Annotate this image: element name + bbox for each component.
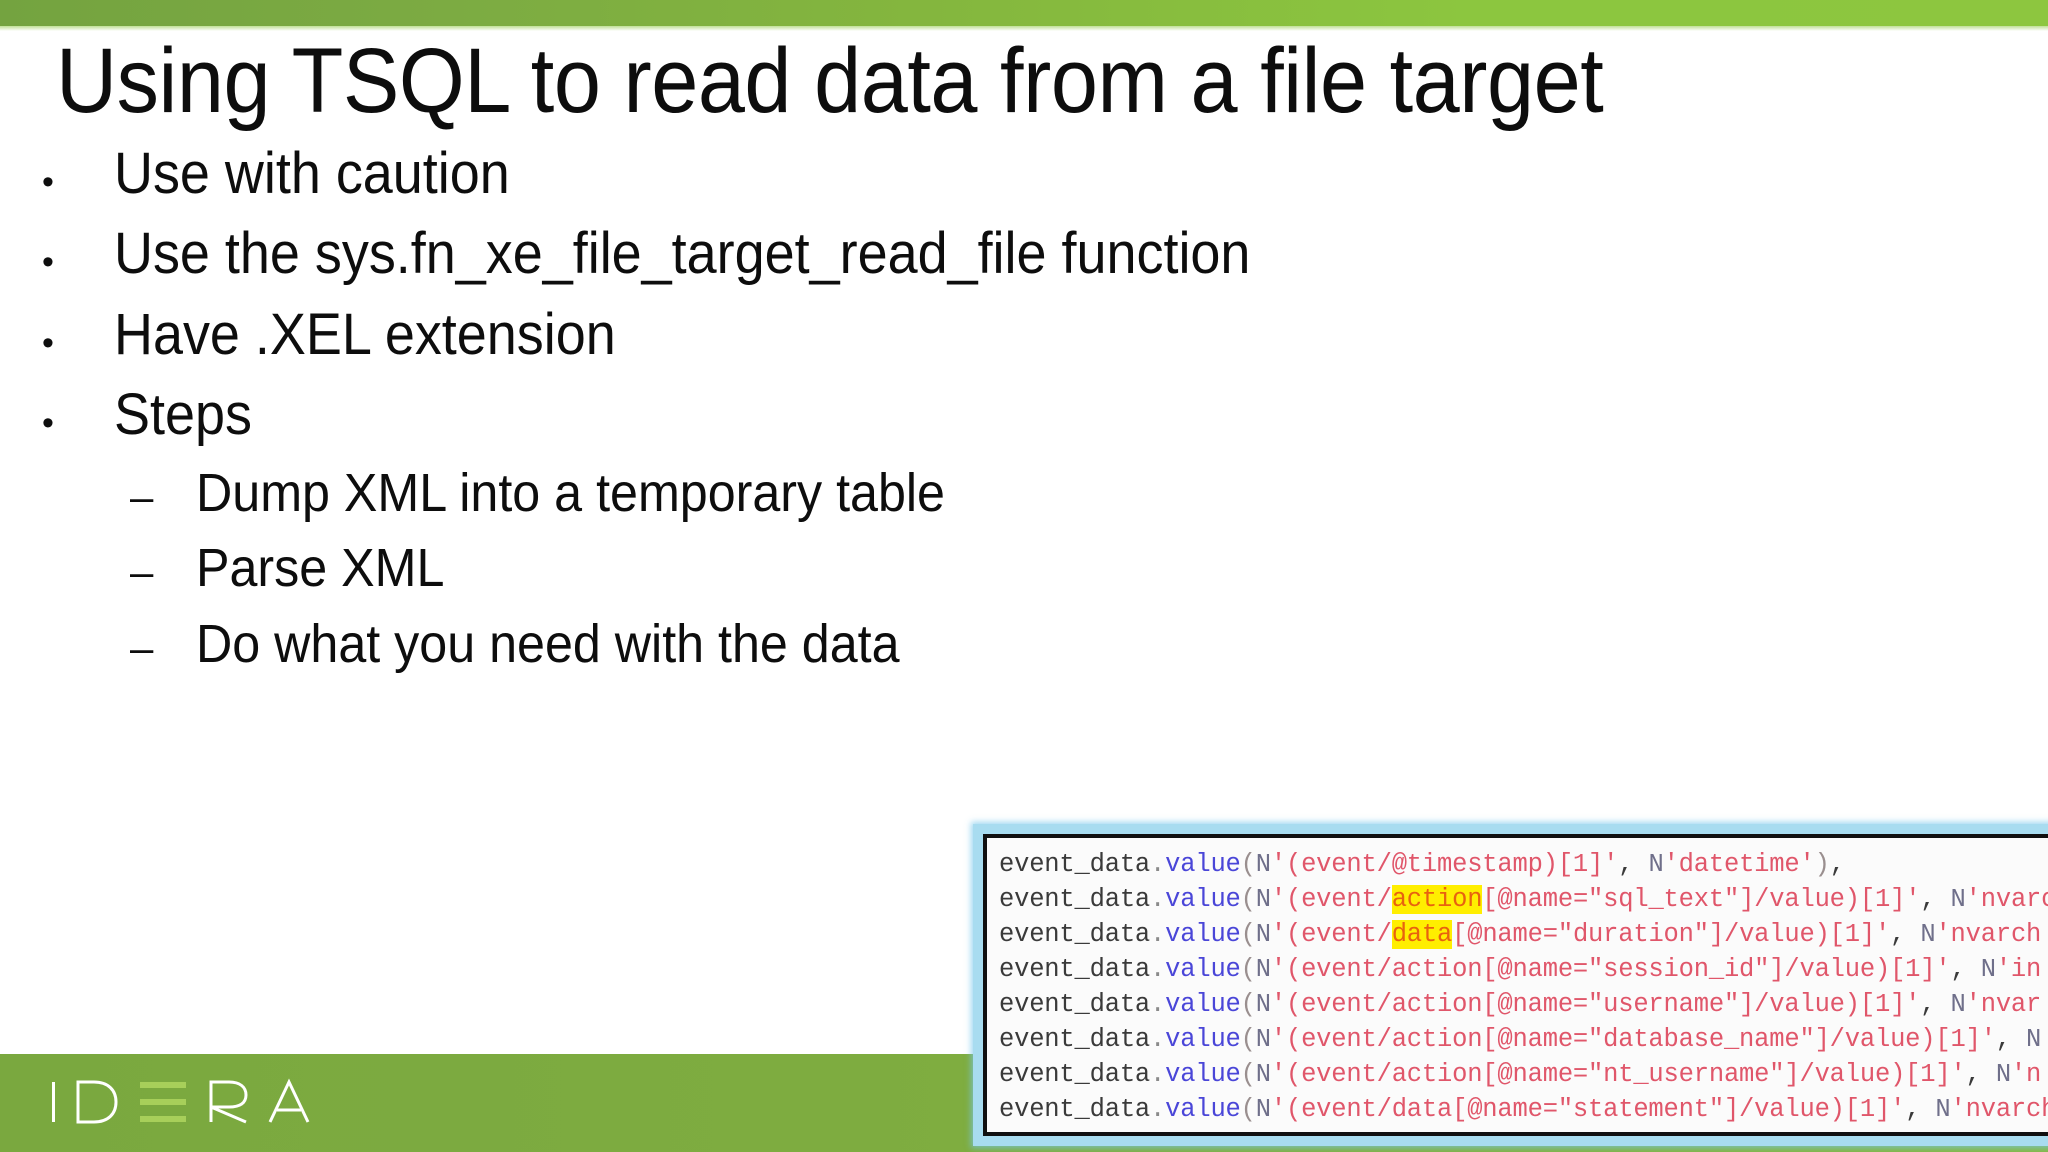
dash-marker-icon: – [130, 548, 154, 596]
code-block: event_data.value(N'(event/@timestamp)[1]… [999, 847, 2048, 1127]
line-sql-text: event_data.value(N'(event/action[@name="… [999, 885, 2048, 914]
line-database-name: event_data.value(N'(event/action[@name="… [999, 1025, 2042, 1054]
page-title: Using TSQL to read data from a file targ… [56, 30, 1604, 132]
list-item: • Use with caution [0, 140, 1400, 208]
code-highlight: data [1391, 920, 1453, 949]
code-highlight: action [1391, 885, 1483, 914]
idera-logo [48, 1074, 328, 1130]
line-session-id: event_data.value(N'(event/action[@name="… [999, 955, 2042, 984]
list-item: • Have .XEL extension [0, 301, 1400, 369]
dash-marker-icon: – [130, 472, 154, 520]
bullet-marker-icon: • [42, 323, 54, 362]
bullet-marker-icon: • [42, 404, 54, 443]
list-item-label: Have .XEL extension [114, 301, 616, 367]
bullet-list: • Use with caution • Use the sys.fn_xe_f… [0, 140, 1400, 689]
list-item: • Use the sys.fn_xe_file_target_read_fil… [0, 220, 1400, 288]
list-item-label: Use with caution [114, 141, 510, 206]
top-accent-bar [0, 0, 2048, 26]
list-item: • Steps [0, 381, 1400, 449]
line-nt-username: event_data.value(N'(event/action[@name="… [999, 1060, 2042, 1089]
sub-list-item-label: Do what you need with the data [196, 614, 900, 675]
line-duration: event_data.value(N'(event/data[@name="du… [999, 920, 2042, 949]
line-username: event_data.value(N'(event/action[@name="… [999, 990, 2042, 1019]
bullet-marker-icon: • [42, 243, 54, 282]
idera-logo-icon [52, 1078, 310, 1124]
sub-list-item-label: Parse XML [196, 538, 445, 599]
code-screenshot-inner: event_data.value(N'(event/@timestamp)[1]… [983, 834, 2048, 1136]
sub-list-item: – Parse XML [0, 537, 1400, 601]
dash-marker-icon: – [130, 624, 154, 672]
sub-list-item-label: Dump XML into a temporary table [196, 462, 945, 523]
bullet-marker-icon: • [42, 163, 54, 201]
sub-list-item: – Dump XML into a temporary table [0, 462, 1400, 526]
line-timestamp: event_data.value(N'(event/@timestamp)[1]… [999, 850, 1845, 879]
line-statement: event_data.value(N'(event/data[@name="st… [999, 1095, 2048, 1124]
sub-list-item: – Do what you need with the data [0, 613, 1400, 677]
list-item-label: Steps [114, 382, 252, 448]
top-accent-bar-fade [0, 26, 2048, 31]
code-screenshot: event_data.value(N'(event/@timestamp)[1]… [973, 824, 2048, 1146]
list-item-label: Use the sys.fn_xe_file_target_read_file … [114, 221, 1251, 287]
